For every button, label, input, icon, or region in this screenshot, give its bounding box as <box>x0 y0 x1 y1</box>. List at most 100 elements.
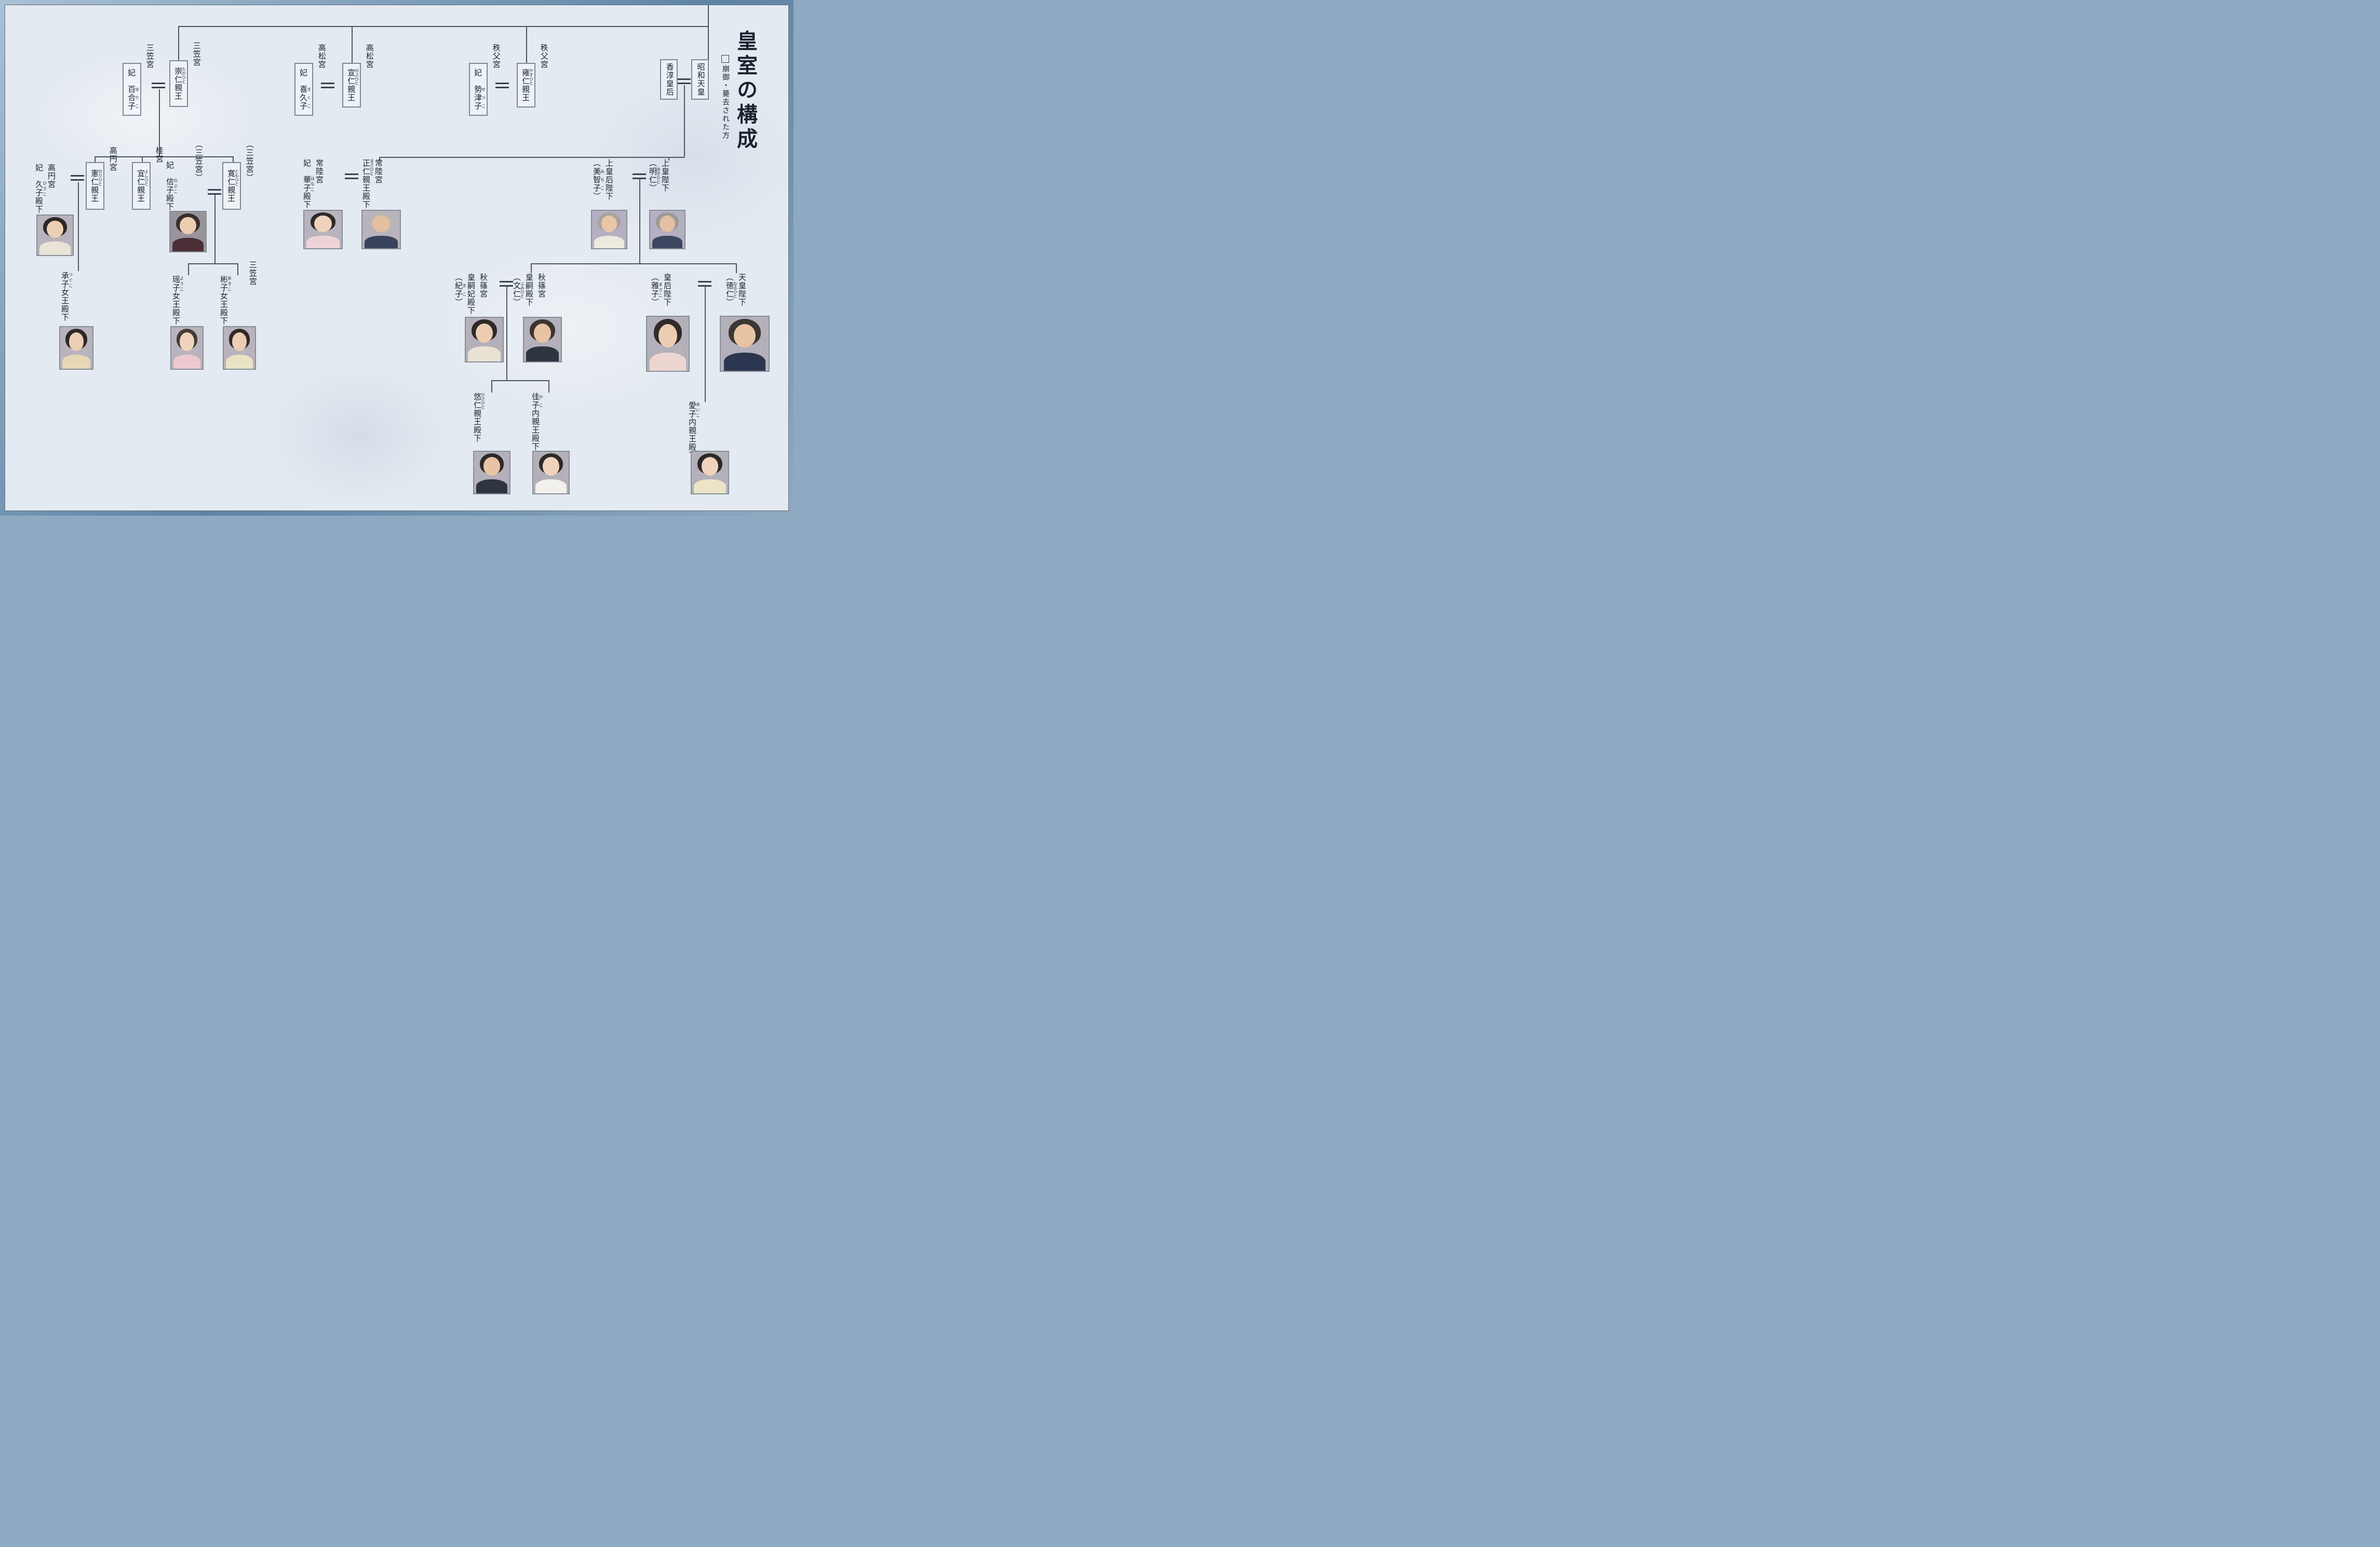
house-heading-chichibunomiya-hi-setsuko: 秩父宮 <box>491 44 500 69</box>
house-heading-mikasanomiya-takahito: 三笠宮 <box>192 42 200 66</box>
name-with-furigana: 紀子きこ <box>454 281 467 298</box>
furigana: たかひと <box>181 67 186 84</box>
name-text: 喜久子 <box>299 85 307 110</box>
name-aiko: 愛子あいこ内親王殿下 <box>685 401 701 460</box>
name-text: ） <box>592 192 600 200</box>
marriage-equals-sign <box>71 175 84 181</box>
name-text: 親王 <box>226 186 235 203</box>
name-with-furigana: 悠仁ひさひと <box>473 393 486 409</box>
name-joko: 上皇陛下（明仁あきひと） <box>646 159 671 192</box>
portrait-clothing <box>594 235 625 248</box>
furigana: ようこ <box>179 275 184 292</box>
furigana: あきひと <box>656 167 661 184</box>
name-tomohito-hi-nobuko: 妃 信子のぶこ殿下 <box>163 161 178 211</box>
name-text: 女王殿下 <box>60 288 69 321</box>
name-text: 妃 <box>473 69 482 85</box>
furigana: まさひと <box>369 159 374 176</box>
portrait-clothing <box>39 241 71 255</box>
furigana: のりひと <box>98 169 103 186</box>
name-hisahito: 悠仁ひさひと親王殿下 <box>470 393 486 442</box>
marriage-bar <box>208 193 221 195</box>
house-heading-tomohito-hi-nobuko: （三笠宮） <box>194 140 203 182</box>
name-text: 寛仁 <box>226 169 235 186</box>
name-text: 宜仁 <box>136 169 145 186</box>
name-text: （ <box>725 273 733 281</box>
name-with-furigana: 宜仁よしひと <box>136 169 149 186</box>
legend-deceased: 崩御・薨去された方 <box>720 55 729 140</box>
marriage-equals-sign <box>345 173 358 179</box>
deceased-box-mikasanomiya-hi-yuriko: 妃 百合子ゆりこ <box>123 63 141 116</box>
marriage-equals-sign <box>633 173 646 179</box>
tree-line <box>531 263 736 264</box>
name-takamadonomiya-hi-hisako: 高円宮妃 久子ひさこ殿下 <box>32 164 57 213</box>
name-text: 殿下 <box>165 194 173 211</box>
furigana: やすひと <box>529 69 534 85</box>
name-takamatsunomiya-hi-kikuko: 妃 喜久子きくこ <box>297 69 312 110</box>
name-text: 内親王殿下 <box>688 418 696 460</box>
family-tree-page: 皇室の構成 崩御・薨去された方 昭和天皇香淳皇后秩父宮雍仁やすひと親王秩父宮妃 … <box>0 0 794 516</box>
tree-line <box>233 156 234 163</box>
marriage-bar <box>698 285 711 287</box>
name-text: 正仁 <box>361 159 370 176</box>
portrait-face <box>232 332 247 351</box>
marriage-bar <box>321 87 334 88</box>
portrait-face <box>543 457 559 476</box>
legend-deceased-symbol <box>721 55 729 63</box>
name-takamado-tsuguko: 承子つぐこ女王殿下 <box>58 272 73 321</box>
marriage-bar <box>345 173 358 175</box>
tree-line <box>237 263 238 275</box>
name-hitachinomiya-masahito: 常陸宮正仁まさひと親王殿下 <box>359 159 384 209</box>
portrait-tomohito-hi-nobuko <box>169 211 207 252</box>
portrait-hitachinomiya-masahito <box>361 210 401 249</box>
portrait-mikasa-yoko <box>170 326 204 370</box>
name-text: 瑶子 <box>171 275 180 292</box>
deceased-box-takamatsunomiya-hi-kikuko: 妃 喜久子きくこ <box>294 63 313 116</box>
portrait-akishinonomiya-koshi-hi <box>465 317 504 362</box>
name-mikasa-akiko: 彬子あきこ女王殿下 <box>217 275 232 325</box>
name-text: ） <box>725 298 733 306</box>
name-chichibunomiya-hi-setsuko: 妃 勢津子せつこ <box>471 69 486 110</box>
marriage-bar <box>698 281 711 283</box>
tree-line <box>178 26 709 27</box>
name-text: 女王殿下 <box>219 292 227 325</box>
name-with-furigana: 喜久子きくこ <box>299 85 312 110</box>
portrait-hisahito <box>473 451 510 494</box>
name-text: 佳子 <box>531 393 539 409</box>
name-kogo: 皇后陛下（雅子まさこ） <box>648 273 673 306</box>
name-mikasa-yoko: 瑶子ようこ女王殿下 <box>169 275 184 325</box>
name-takamatsunomiya-nobuhito: 宣仁のぶひと親王 <box>344 69 359 102</box>
furigana: のぶひと <box>354 69 359 85</box>
portrait-face <box>314 216 332 233</box>
deceased-box-kojun-kogo: 香淳皇后 <box>660 59 678 100</box>
name-with-furigana: 寛仁ともひと <box>226 169 239 186</box>
portrait-face <box>180 332 194 351</box>
portrait-clothing <box>62 354 91 369</box>
name-with-furigana: 久子ひさこ <box>34 180 47 197</box>
marriage-bar <box>495 83 509 84</box>
tree-line <box>352 26 353 64</box>
name-mikasanomiya-hi-yuriko: 妃 百合子ゆりこ <box>125 69 140 110</box>
portrait-face <box>659 216 676 233</box>
name-text: （ <box>454 273 462 281</box>
name-text: 親王 <box>521 85 530 102</box>
furigana: まさこ <box>658 281 663 298</box>
house-heading-chichibunomiya-yasuhito: 秩父宮 <box>539 44 548 69</box>
furigana: きくこ <box>306 85 312 110</box>
name-text: 宣仁 <box>346 69 355 85</box>
name-akishinonomiya-koshi: 秋篠宮皇嗣殿下（文仁ふみひと） <box>510 273 547 306</box>
name-text: 華子 <box>302 176 311 192</box>
house-heading-mikasa-akiko: 三笠宮 <box>248 261 257 286</box>
deceased-box-mikasanomiya-takahito: 崇仁たかひと親王 <box>169 60 188 107</box>
name-takamadonomiya-norihito: 憲仁のりひと親王 <box>88 169 103 203</box>
name-text: 百合子 <box>127 85 136 110</box>
name-with-furigana: 文仁ふみひと <box>512 281 525 298</box>
name-with-furigana: 正仁まさひと <box>361 159 374 176</box>
portrait-face <box>47 220 63 238</box>
name-text: 親王殿下 <box>361 176 370 209</box>
portrait-clothing <box>173 354 201 369</box>
name-text: 文仁 <box>512 281 520 298</box>
name-with-furigana: 明仁あきひと <box>648 167 661 184</box>
house-heading-mikasanomiya-tomohito: （三笠宮） <box>245 140 253 182</box>
furigana: ともひと <box>234 169 239 186</box>
deceased-box-katsuranomiya-yoshihito: 宜仁よしひと親王 <box>132 162 151 210</box>
